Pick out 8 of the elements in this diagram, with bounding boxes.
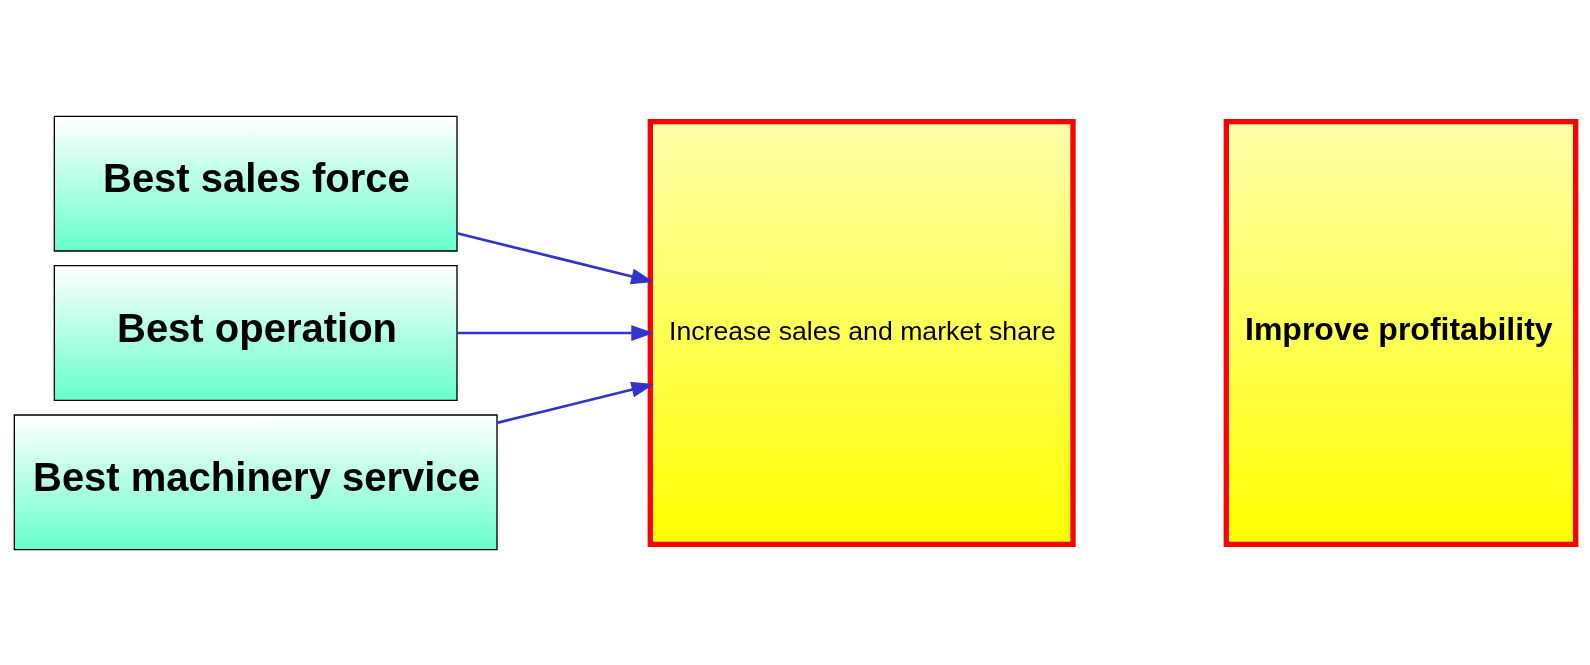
node-box: Improve profitability [1223, 118, 1579, 547]
arrow [456, 231, 654, 284]
node-box: Best operation [53, 264, 458, 401]
node-box: Best machinery service [13, 413, 498, 550]
node-box: Increase sales and market share [647, 118, 1076, 547]
arrow [496, 381, 655, 424]
node-box: Best sales force [53, 115, 458, 252]
arrow [457, 324, 654, 341]
